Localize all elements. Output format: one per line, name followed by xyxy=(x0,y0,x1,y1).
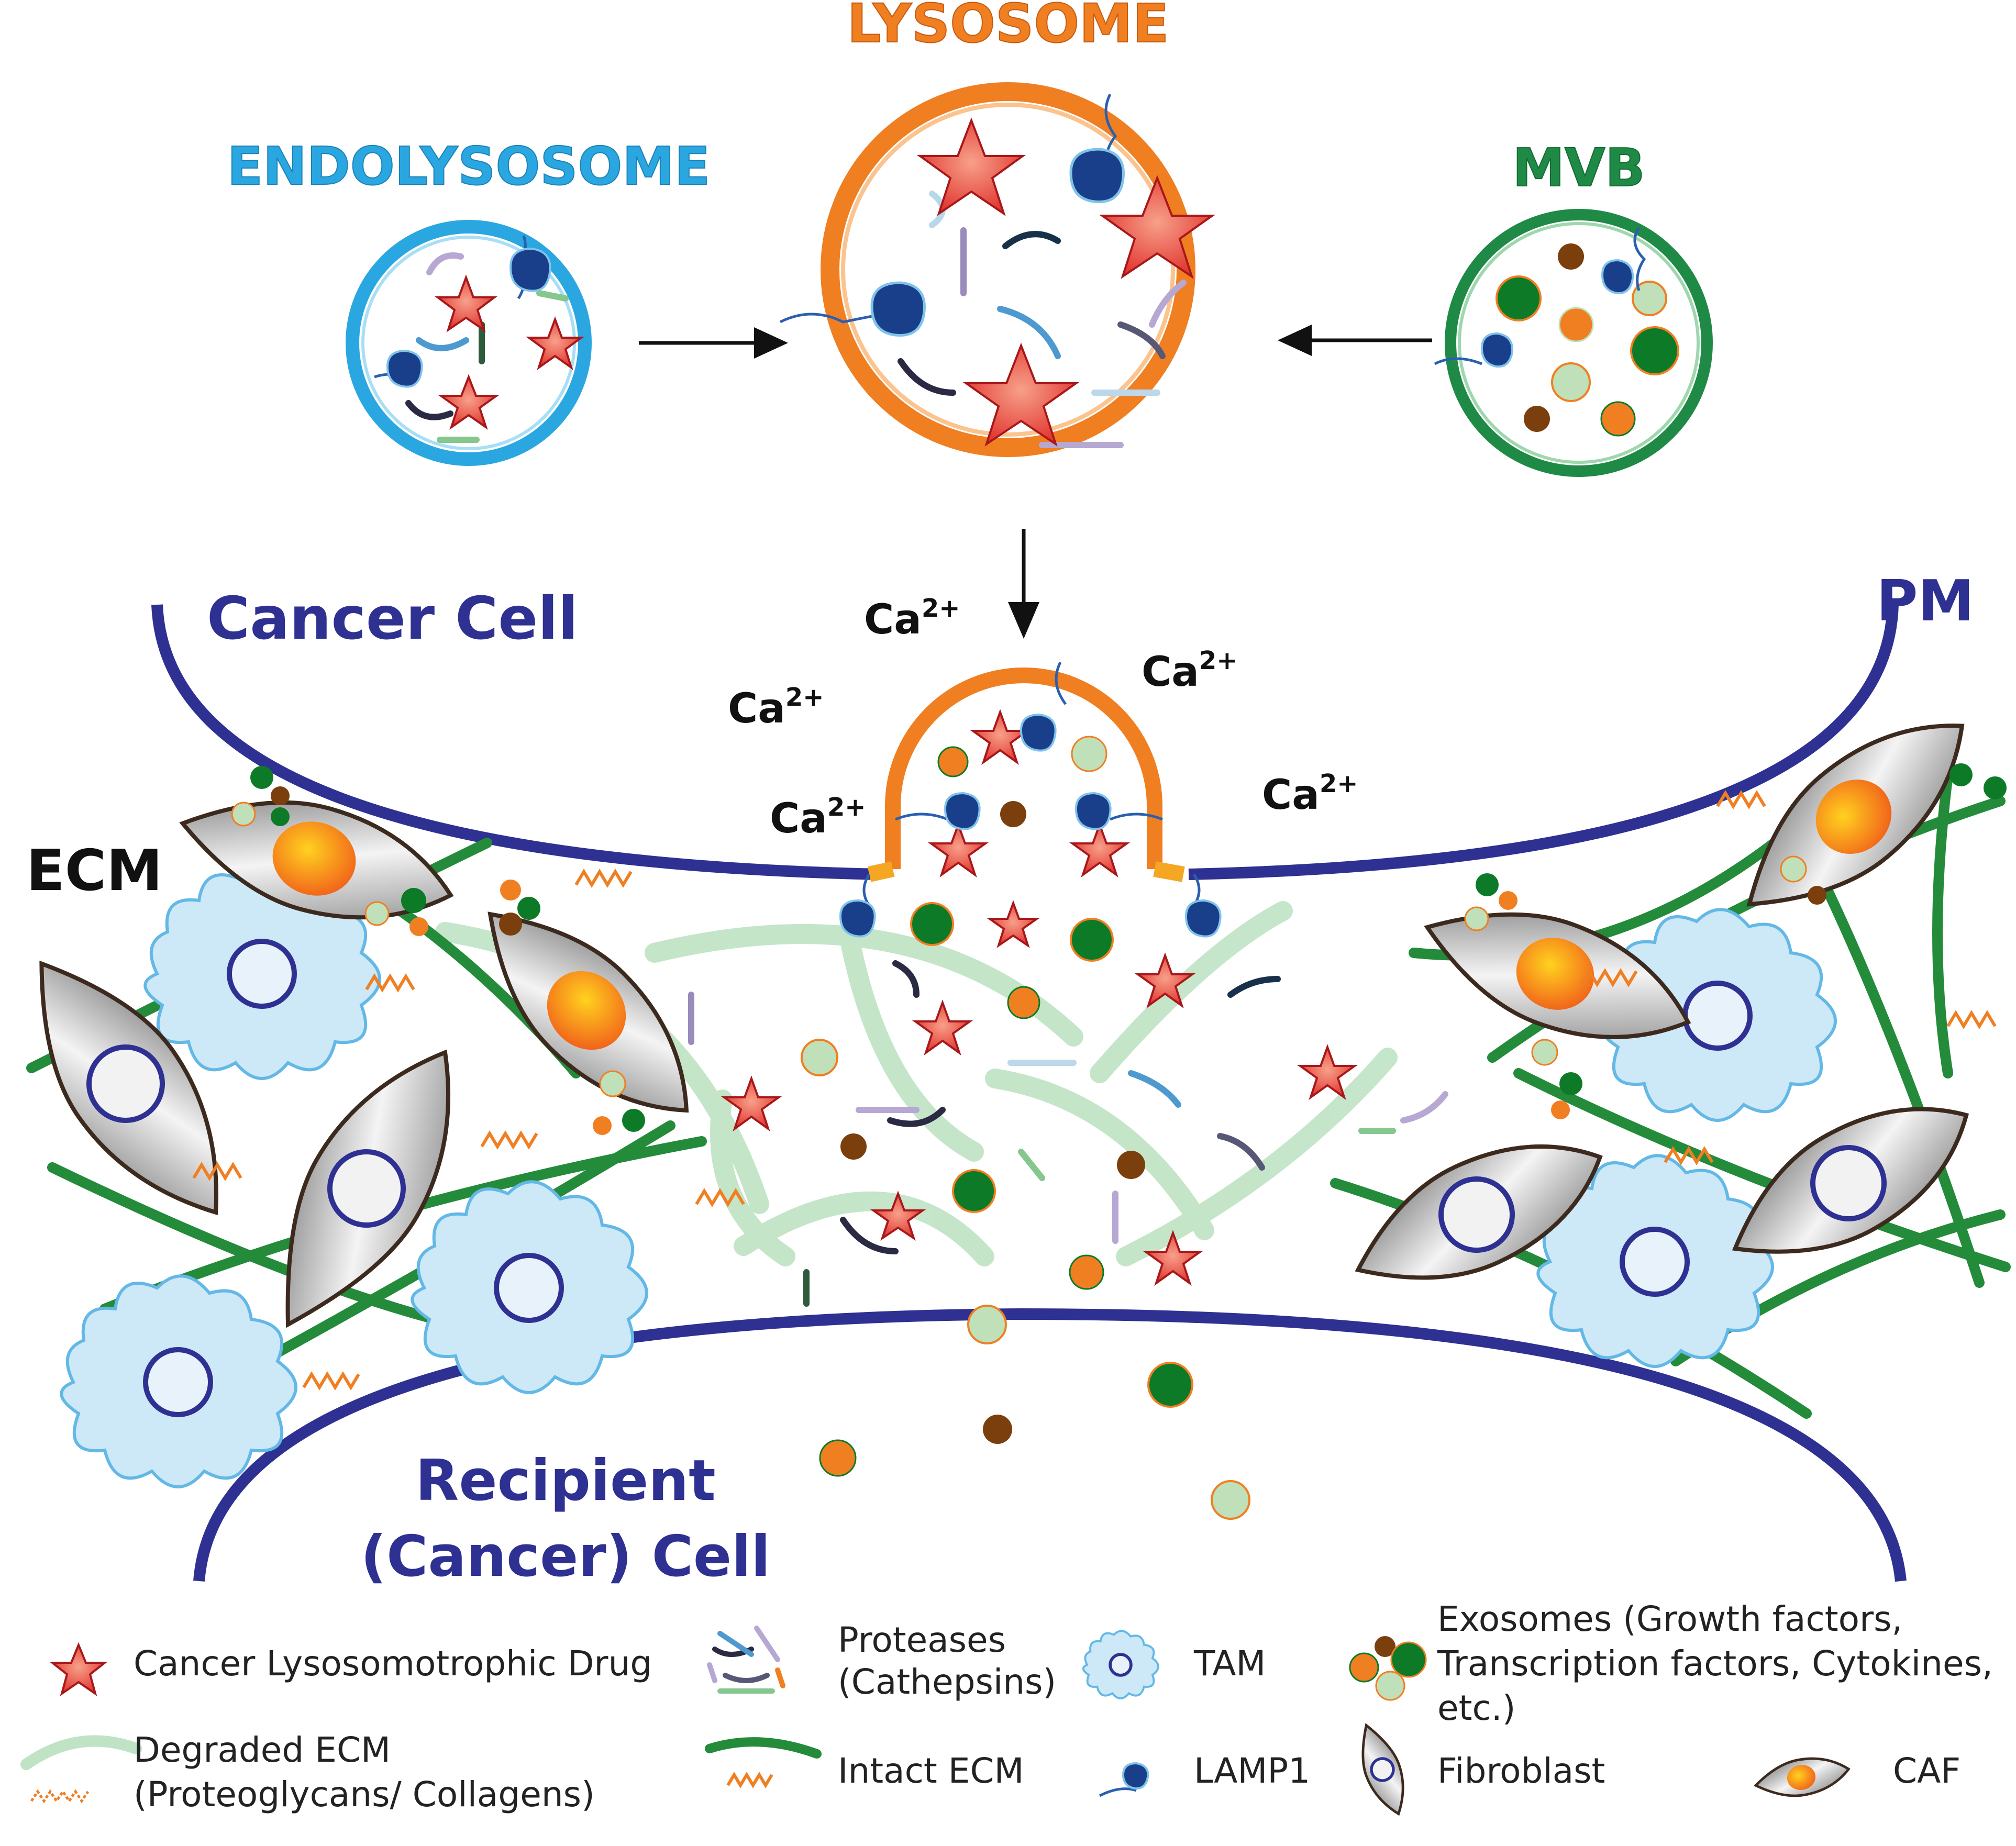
legend-degraded-label-line2: (Proteoglycans/ Collagens) xyxy=(134,1774,595,1815)
exosome-brown xyxy=(1558,243,1584,270)
caf-cell xyxy=(488,911,689,1113)
legend-tam-icon xyxy=(1082,1630,1159,1699)
exosomes xyxy=(231,243,2007,1520)
fibroblast-cells xyxy=(39,960,1969,1328)
lamp1-icon xyxy=(1601,227,1646,295)
flow-arrows xyxy=(639,325,1432,639)
exosome-light-green xyxy=(1551,362,1591,402)
caf-cell xyxy=(179,800,454,920)
exosome-dark-green xyxy=(1496,275,1542,321)
legend-exosomes-label-line1: Exosomes (Growth factors, xyxy=(1437,1599,1903,1639)
legend-proteoglycan-icon xyxy=(726,1772,773,1788)
legend-exosomes-label-line2: Transcription factors, Cytokines, xyxy=(1437,1643,1993,1684)
legend-proteases-label-line2: (Cathepsins) xyxy=(838,1662,1056,1702)
tam-cell xyxy=(60,1274,297,1488)
exosome-dark-green xyxy=(1630,326,1679,375)
lamp1-markers xyxy=(374,93,1646,938)
exosome-brown xyxy=(1524,406,1550,432)
tam-cell xyxy=(411,1180,648,1394)
lysosome-label: LYSOSOME xyxy=(847,0,1169,55)
legend-degraded-label-line1: Degraded ECM xyxy=(134,1730,391,1770)
ca-ion-3: Ca2+ xyxy=(728,683,824,732)
arrow-head-right-icon xyxy=(754,327,788,359)
recipient-cell-label-line2: (Cancer) Cell xyxy=(361,1524,770,1589)
lamp1-icon xyxy=(839,873,876,938)
lamp1-icon xyxy=(1184,873,1222,938)
ecm-label: ECM xyxy=(26,838,163,904)
recipient-cell-label-line1: Recipient xyxy=(415,1448,716,1514)
legend-exosomes-icon xyxy=(1349,1636,1427,1701)
arrow-head-down-icon xyxy=(1008,602,1039,639)
legend-proteases-label-line1: Proteases xyxy=(838,1620,1006,1660)
legend-caf-icon xyxy=(1753,1757,1851,1797)
recipient-cell-membrane xyxy=(193,1308,1907,1582)
docked-lysosome xyxy=(867,668,1185,882)
legend-intact-label: Intact ECM xyxy=(838,1751,1024,1791)
calcium-ions: Ca2+ Ca2+ Ca2+ Ca2+ Ca2+ xyxy=(728,594,1358,842)
fibroblast-cell xyxy=(1732,1107,1969,1254)
lamp1-icon xyxy=(1069,93,1125,203)
legend-tam-label: TAM xyxy=(1193,1643,1266,1684)
legend-proteases-icon xyxy=(707,1626,785,1694)
exosome-orange xyxy=(1558,307,1594,342)
fibroblast-cell xyxy=(39,960,219,1216)
ca-ion-4: Ca2+ xyxy=(770,793,866,842)
lamp1-icon xyxy=(374,349,423,388)
proteoglycan-squiggles xyxy=(192,790,1997,1391)
caf-cell xyxy=(1424,912,1691,1039)
legend-degraded-ecm-icon xyxy=(20,1735,142,1770)
endolysosome-label: ENDOLYSOSOME xyxy=(227,136,710,197)
exosome-orange xyxy=(1600,401,1636,437)
exosome-light-green xyxy=(1632,281,1667,316)
lamp1-icon xyxy=(1434,332,1514,368)
legend-lamp1-icon xyxy=(1099,1762,1149,1797)
ca-ion-5: Ca2+ xyxy=(1262,769,1358,819)
legend-drug-label: Cancer Lysosomotrophic Drug xyxy=(134,1643,652,1684)
tam-cells xyxy=(60,866,1837,1488)
tam-cell xyxy=(1536,1154,1774,1368)
legend-exosomes-label-line3: etc.) xyxy=(1437,1688,1516,1728)
lamp1-icon xyxy=(509,235,551,299)
cancer-cell-membrane-right xyxy=(1188,604,1899,880)
legend-drug-icon xyxy=(49,1642,108,1696)
arrow-head-left-icon xyxy=(1278,325,1312,356)
legend-lamp1-label: LAMP1 xyxy=(1194,1751,1310,1791)
legend-intact-ecm-icon xyxy=(705,1737,822,1759)
ca-ion-1: Ca2+ xyxy=(864,594,960,643)
protease-fragments xyxy=(405,191,1448,1307)
cancer-cell-label: Cancer Cell xyxy=(207,585,578,653)
drug-stars xyxy=(435,117,1358,1286)
pm-label: PM xyxy=(1876,569,1974,634)
fibroblast-cell xyxy=(285,1049,451,1328)
lamp1-icon xyxy=(895,792,981,830)
fibroblast-cell xyxy=(1355,1144,1603,1280)
legend-fibroblast-icon xyxy=(1361,1723,1404,1816)
legend-collagen-icon xyxy=(30,1789,90,1804)
legend: Cancer Lysosomotrophic Drug Proteases (C… xyxy=(20,1599,1993,1816)
cancer-cell-membrane-left xyxy=(151,604,880,880)
lamp1-icon xyxy=(779,281,926,337)
mvb-label: MVB xyxy=(1512,137,1645,198)
legend-caf-label: CAF xyxy=(1893,1751,1960,1791)
ca-ion-2: Ca2+ xyxy=(1142,646,1238,696)
lamp1-icon xyxy=(1075,792,1163,830)
legend-fibroblast-label: Fibroblast xyxy=(1437,1751,1605,1791)
tam-cell xyxy=(143,866,381,1080)
lamp1-icon xyxy=(1020,661,1067,752)
